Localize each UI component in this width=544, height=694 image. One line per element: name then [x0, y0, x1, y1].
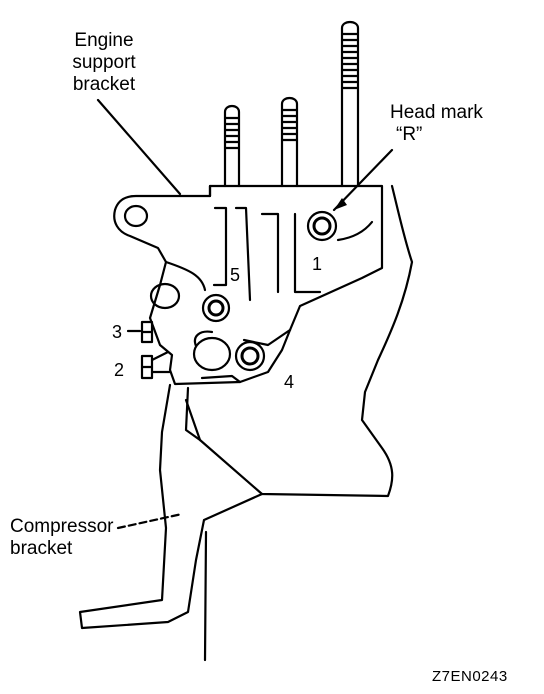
- support-bracket-edge-2: [336, 220, 374, 242]
- label-compressor-line-1: Compressor: [10, 516, 114, 537]
- leader-compressor: [116, 512, 184, 530]
- engine-block-outline: [184, 184, 414, 498]
- side-bolt-2: [140, 350, 172, 380]
- figure-code: Z7EN0243: [432, 668, 508, 685]
- support-bracket-rib-1: [212, 206, 228, 287]
- label-engine-line-1: Engine: [74, 30, 134, 51]
- bracket-boss-center-rim: [193, 330, 214, 348]
- label-engine-support-bracket: Engine support bracket: [64, 30, 144, 96]
- stud-middle: [280, 96, 299, 188]
- label-compressor-line-2: bracket: [10, 538, 73, 559]
- stud-left: [223, 104, 241, 188]
- label-head-mark: Head mark “R”: [390, 102, 483, 146]
- compressor-bracket-inner-line: [184, 386, 202, 442]
- label-engine-line-3: bracket: [72, 74, 136, 95]
- bolt-4-head: [240, 346, 260, 366]
- bolt-number-5: 5: [230, 265, 241, 285]
- support-bracket-lower-edge: [200, 374, 242, 384]
- label-engine-line-2: support: [72, 52, 136, 73]
- head-mark-arrow: [334, 198, 347, 210]
- stud-right-long: [340, 20, 360, 188]
- bolt-number-4: 4: [284, 372, 295, 392]
- bolt-number-3: 3: [112, 322, 123, 342]
- support-bracket-rib-2: [234, 206, 252, 302]
- support-bracket-outline: [113, 184, 384, 386]
- bolt-number-2: 2: [114, 360, 125, 380]
- support-bracket-rib-3: [260, 212, 280, 294]
- bracket-boss-center: [192, 336, 232, 372]
- side-bolt-3: [140, 320, 154, 344]
- compressor-bracket-center-line: [203, 530, 208, 662]
- bolt-1-head: [312, 216, 332, 236]
- bolt-5-head: [207, 299, 225, 317]
- leader-engine-support: [96, 98, 182, 196]
- leader-head-mark: [332, 148, 394, 212]
- bolt-1-washer: [306, 210, 338, 242]
- bracket-boss-left: [149, 282, 181, 310]
- mounting-eye: [123, 204, 149, 228]
- support-bracket-rib-4: [293, 212, 322, 294]
- compressor-bracket-outline: [78, 383, 264, 630]
- bolt-number-1: 1: [312, 254, 323, 274]
- bolt-5-washer: [201, 293, 231, 323]
- bolt-4-washer: [234, 340, 266, 372]
- label-head-mark-line-2: “R”: [396, 124, 423, 145]
- label-head-mark-line-1: Head mark: [390, 102, 483, 123]
- label-compressor-bracket: Compressor bracket: [10, 516, 113, 560]
- support-bracket-edge-1: [164, 260, 207, 292]
